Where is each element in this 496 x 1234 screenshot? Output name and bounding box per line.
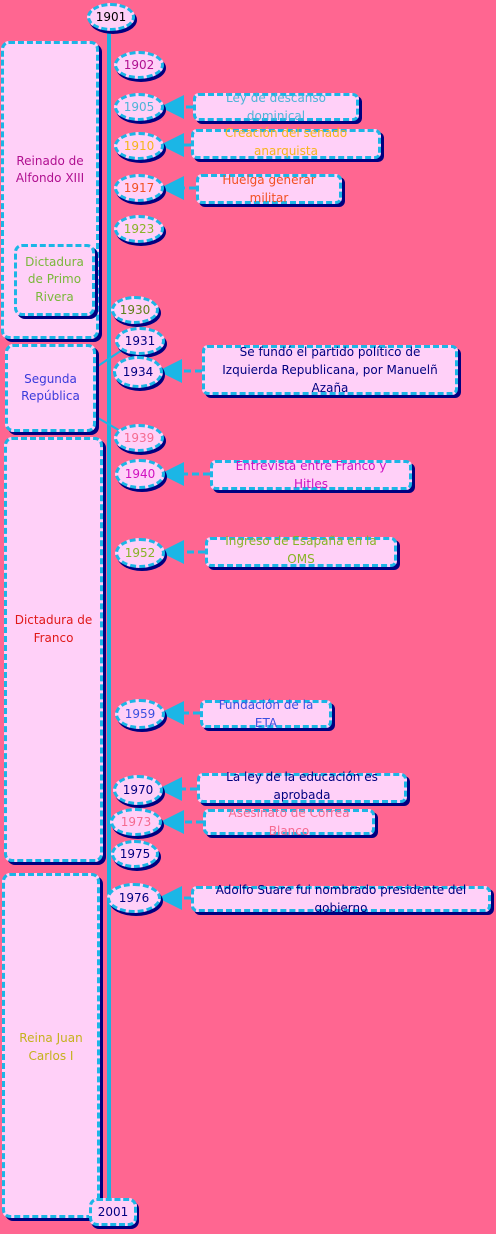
period-franco-label: Dictadura de Franco: [14, 613, 93, 645]
year-1934: 1934: [113, 356, 163, 388]
year-1934-label: 1934: [122, 365, 154, 379]
event-1934-label: Se fundó el partido político de Izquierd…: [222, 345, 438, 395]
period-segunda-label: Segunda República: [21, 371, 80, 403]
event-1952: Ingreso de Esapaña en la OMS: [205, 534, 397, 567]
year-1973-label: 1973: [120, 815, 152, 829]
year-1917-label: 1917: [123, 181, 155, 195]
year-1930: 1930: [111, 296, 159, 324]
event-1970: La ley de la educación es aprobada: [197, 770, 407, 803]
year-1940: 1940: [115, 459, 165, 489]
year-1901: 1901: [87, 3, 135, 31]
year-1917: 1917: [114, 174, 164, 202]
year-1952-label: 1952: [124, 546, 156, 560]
year-1902-label: 1902: [123, 58, 155, 72]
year-1975: 1975: [111, 840, 159, 868]
event-1952-label: Ingreso de Esapaña en la OMS: [225, 534, 377, 566]
event-1940: Entrevista entre Franco y Hitles: [210, 459, 412, 491]
event-1976: Adolfo Suare fui nombrado presidente del…: [191, 883, 491, 915]
period-juan-label: Reina Juan Carlos I: [19, 1031, 83, 1063]
year-1952: 1952: [115, 538, 165, 568]
connector-segunda-1931: [97, 349, 123, 367]
event-1917-label: Huelga generar militar: [222, 173, 316, 205]
event-1959-label: Fundación de la ETA: [218, 698, 314, 730]
year-1931: 1931: [115, 327, 165, 355]
period-primo-label: Dictadura de Primo Rivera: [25, 254, 84, 304]
event-1910-label: Creación del senado anarquista: [224, 126, 348, 158]
year-1923-label: 1923: [123, 222, 155, 236]
year-2001-label: 2001: [97, 1205, 129, 1219]
event-1973: Asesinato de Correa Blanco: [203, 806, 375, 838]
year-1901-label: 1901: [95, 10, 127, 24]
year-1973: 1973: [110, 808, 162, 836]
year-1939: 1939: [114, 424, 164, 452]
event-1910: Creación del senado anarquista: [191, 126, 381, 159]
period-juan-carlos: Reina Juan Carlos I: [2, 873, 100, 1218]
event-1973-label: Asesinato de Correa Blanco: [228, 806, 350, 838]
year-1970-label: 1970: [122, 783, 154, 797]
event-1905: Ley de descanso dominical: [193, 91, 359, 123]
event-1905-label: Ley de descanso dominical: [226, 91, 326, 123]
year-1976-label: 1976: [118, 891, 150, 905]
year-1910-label: 1910: [123, 139, 155, 153]
event-1976-label: Adolfo Suare fui nombrado presidente del…: [215, 883, 467, 915]
event-1917: Huelga generar militar: [196, 173, 342, 205]
event-1959: Fundación de la ETA: [200, 698, 332, 730]
year-1976: 1976: [107, 883, 161, 913]
year-1910: 1910: [114, 132, 164, 160]
period-franco: Dictadura de Franco: [4, 437, 103, 862]
event-1940-label: Entrevista entre Franco y Hitles: [235, 459, 387, 491]
event-1934: Se fundó el partido político de Izquierd…: [202, 345, 458, 395]
event-1970-label: La ley de la educación es aprobada: [226, 770, 378, 802]
year-1923: 1923: [114, 215, 164, 243]
year-1931-label: 1931: [124, 334, 156, 348]
period-alfonso-label: Reinado de Alfondo XIII: [15, 153, 85, 185]
period-segunda-republica: Segunda República: [5, 344, 96, 432]
year-1940-label: 1940: [124, 467, 156, 481]
year-1902: 1902: [114, 51, 164, 79]
year-1959-label: 1959: [124, 707, 156, 721]
timeline-axis: [107, 16, 111, 1216]
year-1905: 1905: [114, 93, 164, 121]
year-1959: 1959: [115, 699, 165, 729]
year-1905-label: 1905: [123, 100, 155, 114]
year-1975-label: 1975: [119, 847, 151, 861]
period-primo-rivera: Dictadura de Primo Rivera: [14, 244, 95, 316]
year-2001: 2001: [89, 1198, 137, 1226]
year-1930-label: 1930: [119, 303, 151, 317]
year-1970: 1970: [113, 775, 163, 805]
year-1939-label: 1939: [123, 431, 155, 445]
